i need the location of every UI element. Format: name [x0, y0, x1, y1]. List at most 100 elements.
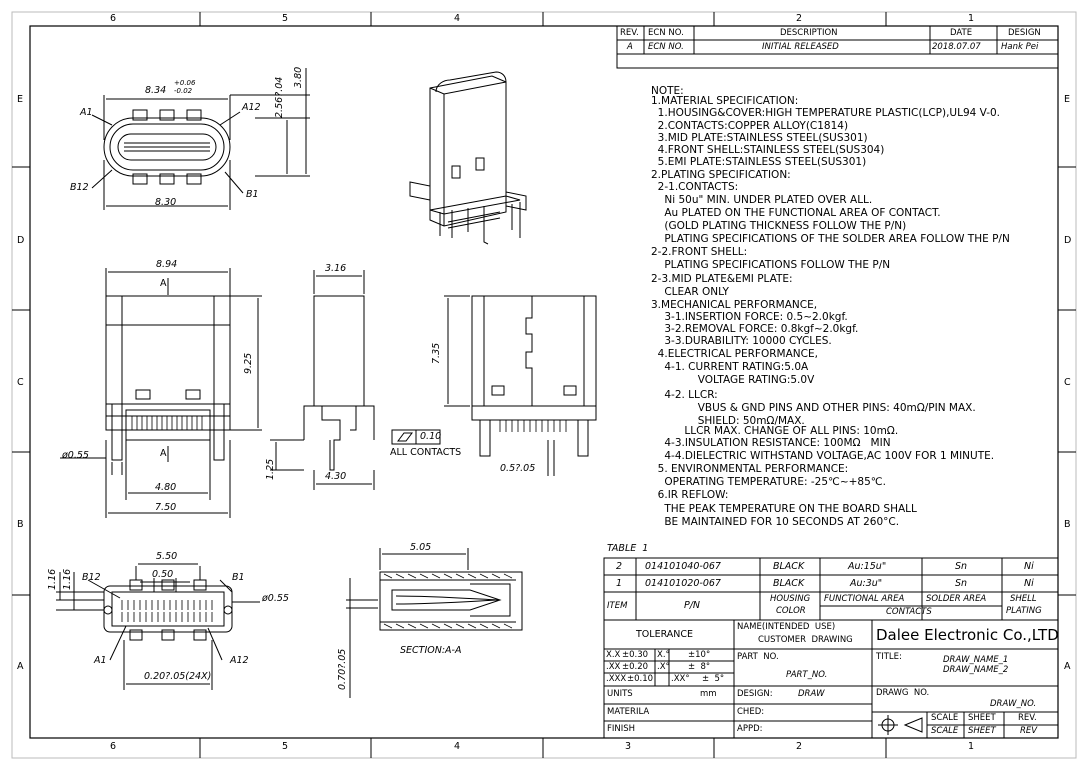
- company-name: Dalee Electronic Co.,LTD: [876, 626, 1059, 644]
- table-cell: BLACK: [773, 561, 805, 572]
- pin-label-a12: A12: [242, 102, 261, 113]
- rev-header-date: DATE: [950, 28, 973, 38]
- dim-footprint-b: 0.50: [152, 569, 174, 580]
- note-line: 6.IR REFLOW:: [651, 489, 729, 501]
- dim-side-bottom: 4.30: [325, 471, 347, 482]
- note-line: LLCR MAX. CHANGE OF ALL PINS: 10mΩ.: [651, 425, 899, 437]
- tol-cell: ±10°: [688, 650, 711, 660]
- table-header-solder: SOLDER AREA: [926, 594, 987, 604]
- approved-label: APPD:: [737, 724, 763, 734]
- drawing-no-value: DRAW_NO.: [990, 699, 1037, 709]
- top-view-graphic: [91, 68, 310, 210]
- outer-frame: [11, 11, 1077, 759]
- note-line: 5.EMI PLATE:STAINLESS STEEL(SUS301): [651, 156, 867, 168]
- dim-section-top: 5.05: [410, 542, 432, 553]
- table-header-contacts: CONTACTS: [886, 607, 932, 617]
- note-line: 1.MATERIAL SPECIFICATION:: [651, 95, 799, 107]
- table-cell: 014101040-067: [645, 561, 721, 572]
- sheet-value: SHEET: [968, 726, 996, 736]
- note-line: Ni 50u" MIN. UNDER PLATED OVER ALL.: [651, 194, 873, 206]
- dim-footprint-h2: 1.16: [62, 568, 73, 590]
- dim-top-tol-plus: +0.06: [174, 79, 196, 87]
- flatness-note: ALL CONTACTS: [390, 447, 462, 458]
- fp-label-b1: B1: [232, 572, 245, 583]
- design-value: DRAW: [798, 689, 825, 699]
- note-line: SHIELD: 50mΩ/MAX.: [651, 415, 805, 427]
- rev-value-description: INITIAL RELEASED: [762, 42, 839, 52]
- table-header-color: COLOR: [776, 606, 806, 616]
- pin-label-a1: A1: [80, 107, 93, 118]
- rev-value-design: Hank Pei: [1001, 42, 1039, 52]
- part-no-label: PART NO.: [737, 652, 779, 662]
- note-line: 2-3.MID PLATE&EMI PLATE:: [651, 273, 793, 285]
- title-value-2: DRAW_NAME_2: [943, 665, 1009, 675]
- zone-right-b: B: [1064, 519, 1071, 530]
- flatness-value: 0.10: [420, 431, 442, 442]
- table-header-item: ITEM: [607, 601, 628, 611]
- section-mark-top: A: [160, 278, 167, 289]
- zone-bottom-5: 5: [282, 741, 289, 752]
- table-header-pn: P/N: [684, 600, 701, 611]
- fp-label-a12: A12: [230, 655, 249, 666]
- dim-top-tol-minus: -0.02: [174, 87, 193, 95]
- zone-top-2: 2: [796, 13, 803, 24]
- table-cell: 014101020-067: [645, 578, 721, 589]
- dim-footprint-h1: 1.16: [47, 568, 58, 590]
- table-cell: Au:3u": [850, 578, 883, 589]
- footprint-view-graphic: [56, 563, 260, 690]
- drawing-no-label: DRAWG NO.: [876, 688, 930, 698]
- zone-top-6: 6: [110, 13, 117, 24]
- note-line: 3.MECHANICAL PERFORMANCE,: [651, 299, 818, 311]
- table-cell: Au:15u": [848, 561, 887, 572]
- dim-front-pins: 4.80: [155, 482, 177, 493]
- note-line: 3.MID PLATE:STAINLESS STEEL(SUS301): [651, 132, 868, 144]
- dim-front-width: 8.94: [156, 259, 178, 270]
- tol-cell: ± 5°: [702, 674, 725, 684]
- part-no-value: PART_NO.: [786, 670, 828, 680]
- note-line: BE MAINTAINED FOR 10 SECONDS AT 260°C.: [651, 516, 900, 528]
- tol-cell: .XX: [606, 662, 621, 672]
- zone-left-a: A: [17, 661, 24, 672]
- rev-value: REV: [1020, 726, 1038, 736]
- section-caption: SECTION:A-A: [400, 645, 462, 656]
- table-cell: Ni: [1024, 561, 1034, 572]
- note-line: THE PEAK TEMPERATURE ON THE BOARD SHALL: [651, 503, 917, 515]
- rev-value-ecn: ECN NO.: [648, 42, 684, 52]
- rear-view-graphic: [444, 295, 597, 476]
- tol-cell: ±0.20: [622, 662, 649, 672]
- zone-top-5: 5: [282, 13, 289, 24]
- pin-label-b1: B1: [246, 189, 259, 200]
- note-line: 1.HOUSING&COVER:HIGH TEMPERATURE PLASTIC…: [651, 107, 1001, 119]
- revision-block-lines: [616, 25, 1059, 69]
- zone-right-d: D: [1064, 235, 1072, 246]
- dim-height-2: 3.80: [293, 66, 304, 88]
- zone-top-4: 4: [454, 13, 461, 24]
- table-cell: Ni: [1024, 578, 1034, 589]
- tol-cell: .X°: [657, 662, 670, 672]
- zone-bottom-2: 2: [796, 741, 803, 752]
- isometric-view-graphic: [409, 71, 527, 245]
- zone-right-e: E: [1064, 94, 1071, 105]
- table-header-plating: PLATING: [1006, 606, 1042, 616]
- dim-side-top: 3.16: [325, 263, 347, 274]
- finish-label: FINISH: [607, 724, 636, 734]
- note-line: VBUS & GND PINS AND OTHER PINS: 40mΩ/PIN…: [651, 402, 976, 414]
- note-line: NOTE:: [651, 85, 684, 97]
- table-header-functional: FUNCTIONAL AREA: [824, 594, 905, 604]
- table-header-shell: SHELL: [1010, 594, 1037, 604]
- dim-footprint-diameter: ø0.55: [262, 593, 289, 604]
- tol-cell: ±0.10: [627, 674, 654, 684]
- rev-header-design: DESIGN: [1008, 28, 1041, 38]
- design-label: DESIGN:: [737, 689, 773, 699]
- title-block-lines: [603, 619, 1059, 739]
- title-value-1: DRAW_NAME_1: [943, 655, 1009, 665]
- zone-left-e: E: [17, 94, 24, 105]
- note-line: 2.PLATING SPECIFICATION:: [651, 169, 791, 181]
- dim-height-1: 2.56?.04: [274, 76, 285, 118]
- note-line: OPERATING TEMPERATURE: -25℃~+85℃.: [651, 476, 886, 488]
- dim-top-width: 8.34: [145, 85, 167, 96]
- units-label: UNITS: [607, 689, 633, 699]
- note-line: 2-1.CONTACTS:: [651, 181, 739, 193]
- dim-side-left: 1.25: [265, 458, 276, 480]
